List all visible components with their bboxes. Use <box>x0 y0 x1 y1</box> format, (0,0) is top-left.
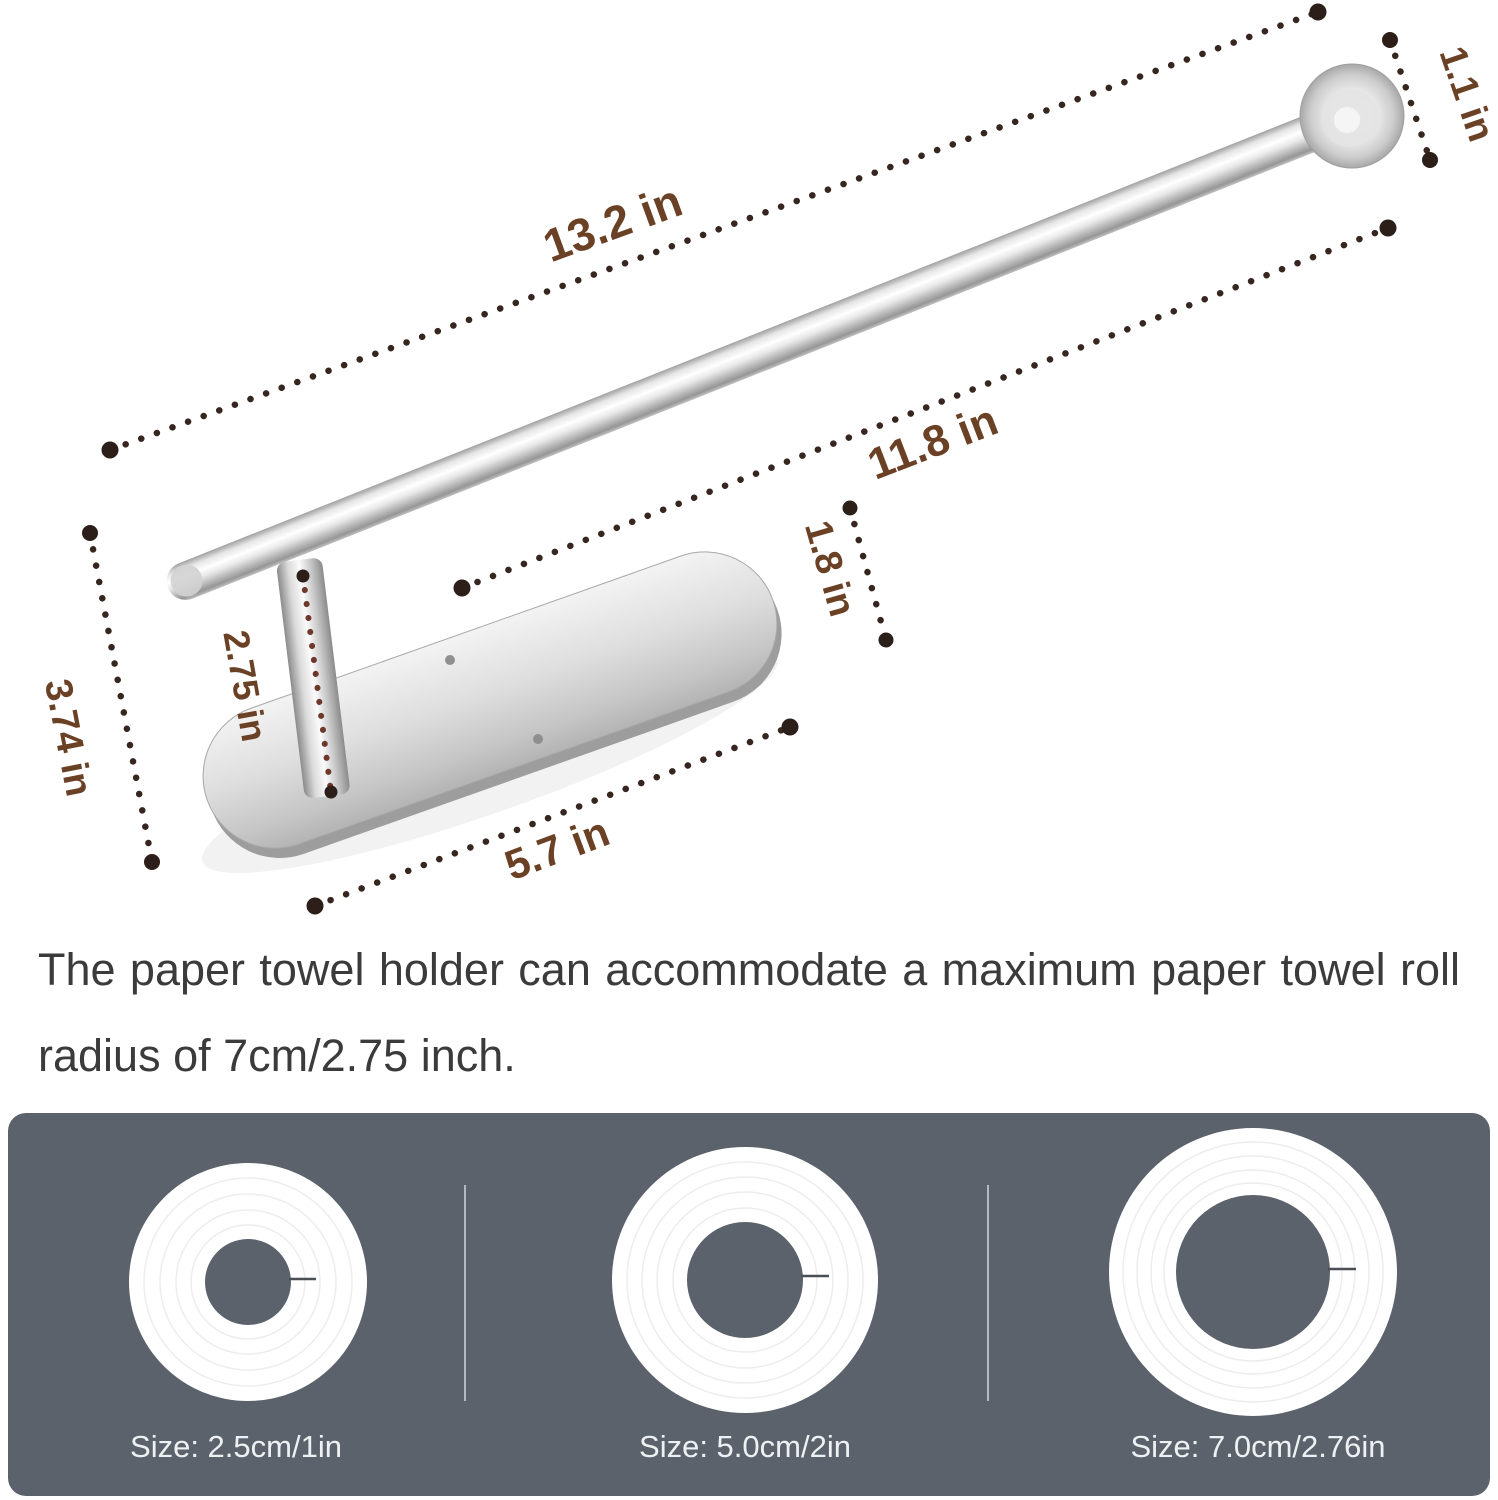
roll-size-label-small: Size: 2.5cm/1in <box>130 1429 342 1464</box>
paper-roll-medium <box>612 1147 878 1413</box>
mount-post <box>276 558 350 799</box>
roll-size-graphics <box>129 1128 1397 1416</box>
roll-core-hole <box>1176 1195 1330 1349</box>
dimension-label-flange: 1.1 in <box>1431 41 1498 147</box>
roll-size-label-large: Size: 7.0cm/2.76in <box>1130 1429 1386 1464</box>
holder-bar <box>166 109 1342 600</box>
paper-roll-large <box>1109 1128 1397 1416</box>
description: The paper towel holder can accommodate a… <box>38 944 1460 1082</box>
description-line-1: The paper towel holder can accommodate a… <box>38 944 1460 995</box>
bar-end-cap <box>170 564 203 597</box>
dimension-label-bar-length: 11.8 in <box>861 395 1004 489</box>
dimension-overall-height: 3.74 in <box>36 525 160 870</box>
paper-roll-small <box>129 1163 367 1401</box>
screw-hole <box>533 734 543 744</box>
screw-hole <box>445 655 455 665</box>
roll-core-hole <box>205 1239 291 1325</box>
roll-size-label-medium: Size: 5.0cm/2in <box>639 1429 851 1464</box>
dimension-diagram: 13.2 in 1.1 in 11.8 in 1.8 in <box>36 3 1498 915</box>
size-comparison-panel: Size: 2.5cm/1in Size: 5.0cm/2in Size: 7.… <box>8 1113 1490 1496</box>
dimension-label-overall-height: 3.74 in <box>36 676 100 800</box>
wall-flange <box>1299 63 1405 169</box>
dimension-label-total-length: 13.2 in <box>536 174 688 272</box>
roll-core-hole <box>687 1222 803 1338</box>
dimension-clearance: 1.8 in <box>796 500 894 648</box>
dimension-label-clearance: 1.8 in <box>796 516 863 621</box>
dimension-label-base-length: 5.7 in <box>498 808 615 890</box>
base-plate <box>202 551 782 858</box>
description-line-2: radius of 7cm/2.75 inch. <box>38 1029 516 1081</box>
